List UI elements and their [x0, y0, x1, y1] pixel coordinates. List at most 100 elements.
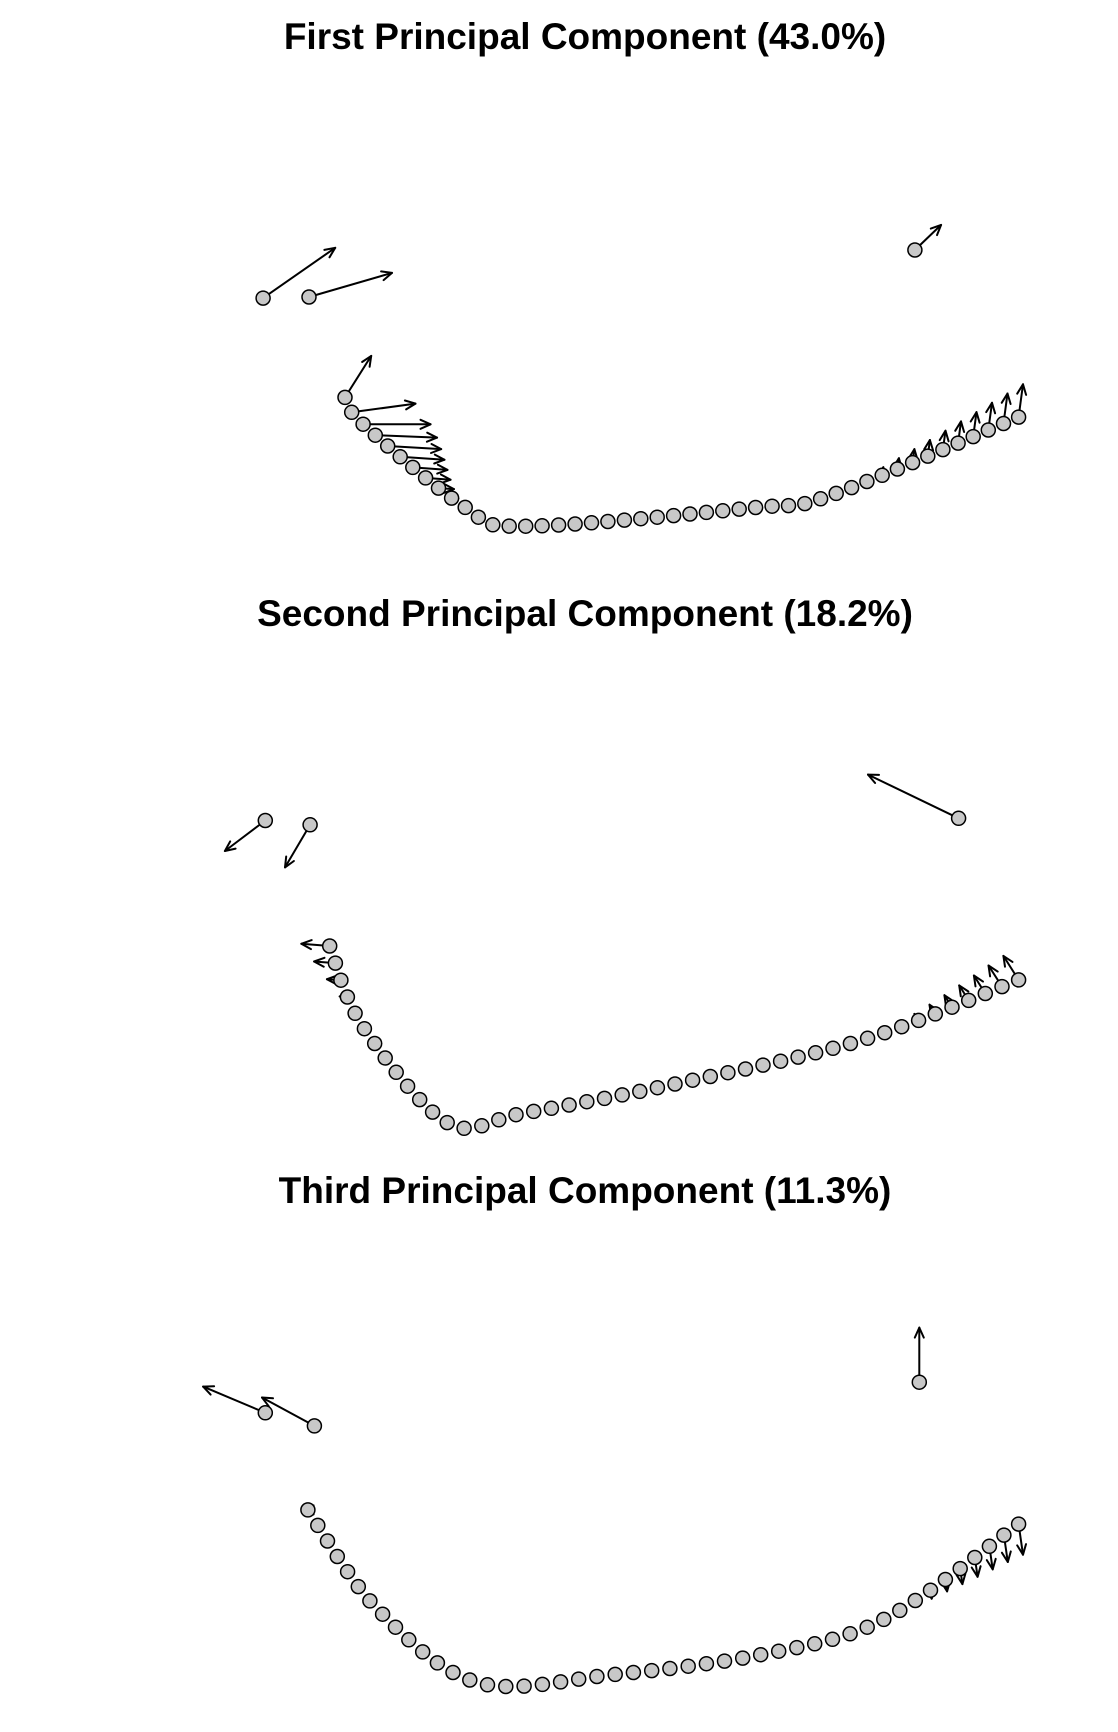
landmark-point-pc1-curve-44 — [980, 422, 997, 438]
landmark-point-pc1-curve-35 — [843, 479, 860, 496]
landmark-layer-pc3 — [257, 1374, 1027, 1695]
landmark-layer-pc1 — [255, 242, 1027, 534]
landmark-point-pc3-curve-9 — [387, 1619, 404, 1635]
displacement-arrow-pc1-curve-5 — [386, 443, 443, 454]
landmark-point-pc1-curve-11 — [457, 499, 473, 516]
landmark-point-pc1-curve-1 — [337, 389, 353, 406]
displacement-arrow-pc3-isolated-3 — [913, 1326, 925, 1384]
landmark-point-pc3-curve-45 — [996, 1527, 1012, 1543]
landmark-point-pc1-curve-22 — [633, 510, 649, 527]
landmark-point-pc2-curve-25 — [649, 1079, 666, 1096]
landmark-point-pc2-curve-12 — [424, 1104, 441, 1120]
landmark-point-pc1-curve-14 — [501, 518, 517, 534]
landmark-point-pc2-curve-23 — [614, 1087, 630, 1103]
landmark-point-pc2-curve-6 — [356, 1020, 373, 1037]
landmark-point-pc2-isolated-1 — [257, 812, 274, 829]
landmark-point-pc3-curve-44 — [981, 1538, 998, 1555]
landmark-point-pc2-curve-19 — [543, 1100, 560, 1117]
landmark-point-pc3-curve-43 — [967, 1549, 983, 1566]
panel-title-pc2: Second Principal Component (18.2%) — [257, 593, 913, 634]
landmark-point-pc3-curve-6 — [350, 1578, 367, 1595]
landmark-point-pc3-curve-27 — [698, 1655, 715, 1672]
landmark-point-pc2-curve-8 — [377, 1050, 393, 1066]
landmark-point-pc3-curve-23 — [625, 1664, 642, 1681]
landmark-point-pc3-curve-30 — [752, 1646, 769, 1663]
landmark-point-pc2-curve-40 — [910, 1012, 927, 1029]
landmark-point-pc1-curve-38 — [889, 461, 906, 477]
landmark-point-pc1-curve-28 — [731, 501, 747, 517]
landmark-point-pc2-curve-36 — [842, 1035, 859, 1052]
landmark-point-pc3-curve-10 — [401, 1632, 417, 1648]
landmark-point-pc1-isolated-1 — [255, 290, 271, 306]
landmark-point-pc1-curve-25 — [682, 506, 698, 522]
landmark-point-pc2-curve-30 — [737, 1061, 754, 1077]
landmark-point-pc3-isolated-2 — [306, 1418, 323, 1434]
landmark-point-pc3-curve-32 — [789, 1639, 805, 1656]
landmark-point-pc1-curve-2 — [343, 404, 360, 421]
landmark-point-pc3-curve-25 — [662, 1660, 678, 1677]
landmark-point-pc2-curve-24 — [632, 1083, 648, 1100]
landmark-point-pc1-curve-21 — [616, 512, 633, 528]
landmark-point-pc1-curve-17 — [550, 517, 567, 533]
landmark-point-pc1-curve-29 — [747, 499, 764, 516]
landmark-point-pc1-curve-46 — [1010, 409, 1027, 425]
displacement-arrow-pc1-curve-4 — [374, 431, 439, 443]
landmark-point-pc2-curve-17 — [508, 1106, 524, 1123]
plot-pc1 — [255, 223, 1028, 534]
landmark-point-pc1-curve-45 — [995, 415, 1012, 432]
landmark-point-pc3-curve-46 — [1010, 1516, 1027, 1532]
landmark-point-pc1-curve-16 — [534, 518, 550, 534]
landmark-point-pc3-curve-8 — [374, 1606, 391, 1622]
landmark-point-pc2-curve-43 — [960, 992, 977, 1009]
landmark-point-pc2-curve-33 — [790, 1049, 806, 1065]
panel-pc3: Third Principal Component (11.3%) — [0, 1154, 1118, 1731]
landmark-point-pc1-curve-32 — [797, 495, 813, 512]
displacement-arrow-pc1-curve-3 — [362, 418, 432, 430]
landmark-point-pc3-curve-31 — [770, 1643, 787, 1659]
landmark-point-pc1-curve-10 — [443, 490, 460, 506]
landmark-point-pc2-curve-29 — [720, 1064, 736, 1081]
landmark-point-pc2-curve-35 — [825, 1040, 841, 1057]
displacement-arrow-pc1-curve-1 — [344, 354, 373, 399]
landmark-point-pc3-isolated-1 — [257, 1405, 274, 1421]
landmark-point-pc2-curve-4 — [339, 989, 356, 1005]
landmark-point-pc2-curve-26 — [667, 1076, 683, 1092]
displacement-arrow-pc2-isolated-3 — [867, 773, 960, 820]
landmark-point-pc2-curve-15 — [474, 1118, 490, 1134]
plot-pc3 — [202, 1326, 1027, 1695]
landmark-point-pc3-curve-7 — [362, 1593, 378, 1609]
landmark-point-pc2-curve-14 — [456, 1120, 472, 1137]
landmark-point-pc3-curve-12 — [429, 1655, 446, 1671]
landmark-point-pc2-curve-46 — [1010, 972, 1027, 988]
landmark-point-pc2-curve-3 — [333, 972, 349, 988]
landmark-point-pc3-curve-13 — [445, 1664, 461, 1681]
landmark-point-pc1-curve-33 — [812, 491, 829, 507]
landmark-point-pc1-curve-39 — [904, 454, 921, 471]
landmark-point-pc2-curve-45 — [994, 978, 1010, 995]
landmark-point-pc2-curve-37 — [859, 1030, 876, 1047]
landmark-point-pc3-curve-24 — [643, 1662, 660, 1679]
landmark-point-pc1-curve-5 — [379, 438, 396, 454]
landmark-point-pc1-curve-20 — [600, 513, 616, 530]
landmark-point-pc1-curve-42 — [950, 435, 966, 451]
panel-title-pc3: Third Principal Component (11.3%) — [278, 1170, 892, 1211]
landmark-point-pc3-curve-38 — [892, 1602, 908, 1619]
landmark-point-pc2-curve-27 — [684, 1072, 701, 1088]
displacement-arrow-pc2-isolated-1 — [223, 819, 267, 852]
landmark-point-pc1-curve-7 — [405, 459, 421, 476]
landmark-point-pc3-curve-37 — [876, 1611, 892, 1628]
panel-title-pc1: First Principal Component (43.0%) — [283, 16, 887, 57]
landmark-point-pc3-curve-17 — [516, 1678, 532, 1694]
landmark-point-pc2-curve-32 — [772, 1053, 789, 1069]
landmark-point-pc3-curve-36 — [859, 1619, 875, 1635]
landmark-point-pc2-curve-2 — [327, 955, 344, 971]
landmark-point-pc1-curve-40 — [920, 448, 936, 464]
landmark-point-pc3-curve-41 — [937, 1571, 954, 1588]
landmark-point-pc2-curve-7 — [366, 1035, 383, 1052]
landmark-point-pc1-curve-34 — [828, 485, 844, 502]
landmark-point-pc2-curve-16 — [491, 1112, 507, 1128]
landmark-point-pc1-curve-24 — [665, 507, 682, 524]
landmark-point-pc1-curve-26 — [698, 504, 715, 521]
landmark-point-pc2-curve-42 — [944, 999, 960, 1015]
landmark-point-pc3-curve-16 — [498, 1678, 514, 1695]
